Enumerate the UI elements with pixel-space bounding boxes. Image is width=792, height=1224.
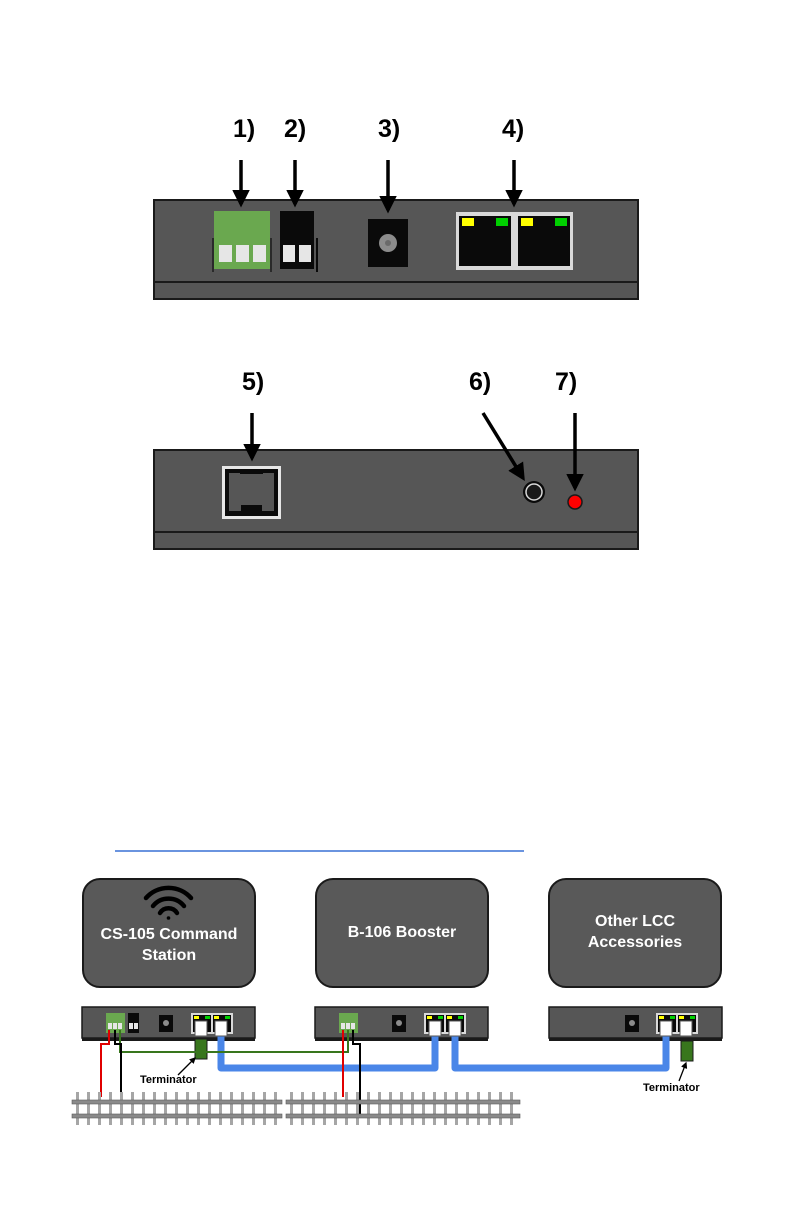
mini-panel-b106 — [315, 1007, 488, 1041]
power-jack-icon — [368, 219, 408, 267]
track-tie — [274, 1092, 277, 1125]
rj45-port-icon — [456, 212, 573, 270]
track-tie — [334, 1092, 337, 1125]
terminator-arrow-left — [178, 1058, 195, 1075]
track-tie — [153, 1092, 156, 1125]
wifi-icon — [146, 888, 191, 920]
track-tie — [131, 1092, 134, 1125]
track-tie — [164, 1092, 167, 1125]
arrows-rear — [252, 413, 575, 488]
track-tie — [422, 1092, 425, 1125]
arrows-front — [241, 160, 514, 210]
track-tie — [186, 1092, 189, 1125]
track-tie — [345, 1092, 348, 1125]
track-tie — [230, 1092, 233, 1125]
led-icon — [568, 495, 582, 509]
mini-panel-cs105 — [82, 1007, 255, 1041]
track-tie — [241, 1092, 244, 1125]
track-tie — [433, 1092, 436, 1125]
track-tie — [120, 1092, 123, 1125]
track-rail — [72, 1114, 282, 1118]
mini-panel-other — [549, 1007, 722, 1041]
track-terminal-block — [212, 211, 272, 272]
track-tie — [477, 1092, 480, 1125]
track-tie — [488, 1092, 491, 1125]
track-rail — [286, 1114, 520, 1118]
track-tie — [323, 1092, 326, 1125]
track-tie — [499, 1092, 502, 1125]
track-rail — [286, 1100, 520, 1104]
terminator-plug-icon — [195, 1039, 693, 1061]
track-tie — [411, 1092, 414, 1125]
track-tie — [444, 1092, 447, 1125]
rear-rj45-port — [222, 466, 281, 519]
track-tie — [252, 1092, 255, 1125]
track-tie — [197, 1092, 200, 1125]
track-tie — [208, 1092, 211, 1125]
track-tie — [175, 1092, 178, 1125]
track-tie — [389, 1092, 392, 1125]
track-tie — [510, 1092, 513, 1125]
track-tie — [87, 1092, 90, 1125]
terminator-arrow-right — [679, 1063, 686, 1081]
track-tie — [301, 1092, 304, 1125]
track-tie — [98, 1092, 101, 1125]
track-rail — [72, 1100, 282, 1104]
track-tie — [378, 1092, 381, 1125]
track-icon — [72, 1092, 520, 1125]
track-tie — [466, 1092, 469, 1125]
track-tie — [76, 1092, 79, 1125]
track-tie — [263, 1092, 266, 1125]
track-tie — [142, 1092, 145, 1125]
track-tie — [219, 1092, 222, 1125]
power-terminal-block — [280, 211, 318, 272]
track-tie — [367, 1092, 370, 1125]
push-button-icon — [523, 481, 545, 503]
track-tie — [290, 1092, 293, 1125]
track-tie — [312, 1092, 315, 1125]
track-tie — [400, 1092, 403, 1125]
track-tie — [109, 1092, 112, 1125]
track-tie — [455, 1092, 458, 1125]
track-tie — [356, 1092, 359, 1125]
